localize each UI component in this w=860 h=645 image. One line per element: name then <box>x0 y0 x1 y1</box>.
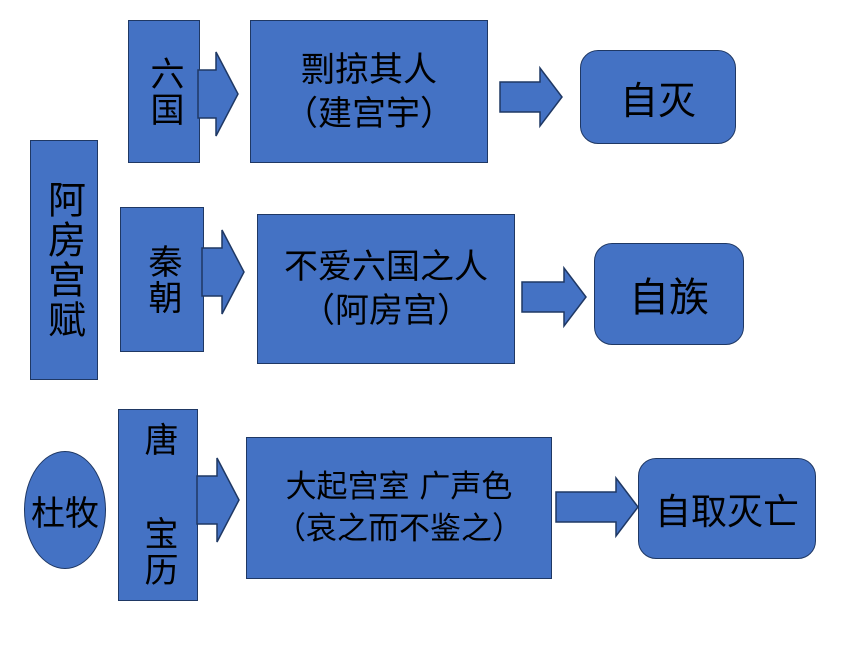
row1-middle-box: 剽掠其人 （建宫宇） <box>250 20 488 163</box>
row1-middle-line2: （建宫宇） <box>284 93 454 134</box>
row2-label-box: 秦朝 <box>120 207 204 352</box>
row1-middle-line1: 剽掠其人 <box>301 49 437 90</box>
row3-label-line2: 宝历 <box>138 516 178 588</box>
title-box-afanggongfu: 阿房宫赋 <box>30 140 98 380</box>
row2-middle-line2: （阿房宫） <box>301 291 471 331</box>
row1-result-arrow <box>499 65 563 129</box>
author-ellipse: 杜牧 <box>24 451 106 569</box>
row2-label-arrow <box>201 229 245 315</box>
row2-result-box: 自族 <box>594 243 744 345</box>
row2-result-arrow <box>521 265 587 329</box>
row2-middle-line1: 不爱六国之人 <box>284 247 488 287</box>
row3-result-arrow <box>555 475 639 539</box>
row1-label-box: 六国 <box>128 20 200 163</box>
row2-middle-box: 不爱六国之人 （阿房宫） <box>257 214 515 364</box>
row3-middle-box: 大起宫室 广声色 （哀之而不鉴之） <box>246 437 552 579</box>
row3-label-line1: 唐 <box>138 422 178 458</box>
row3-result-box: 自取灭亡 <box>638 458 816 559</box>
row3-middle-line2: （哀之而不鉴之） <box>275 511 523 547</box>
row3-label-box: 唐 宝历 <box>118 409 198 601</box>
row3-label-arrow <box>196 457 240 543</box>
row1-result-box: 自灭 <box>580 50 736 144</box>
row1-label-arrow <box>197 51 239 137</box>
row3-middle-line1: 大起宫室 广声色 <box>285 469 513 505</box>
